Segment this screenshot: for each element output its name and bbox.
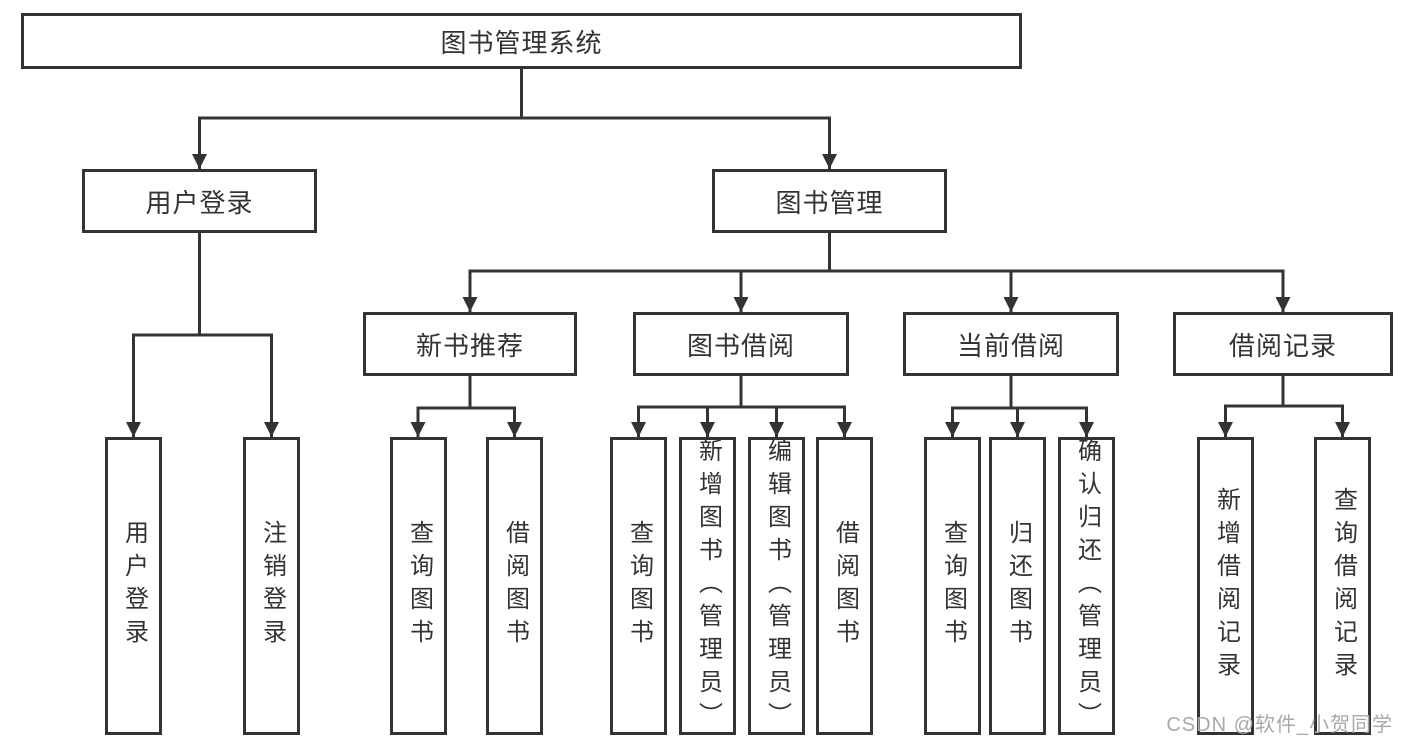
leaf-query-books-current: 查询图书 xyxy=(924,437,981,735)
leaf-query-books-borrow: 查询图书 xyxy=(610,437,667,735)
leaf-query-books-recommend: 查询图书 xyxy=(390,437,447,735)
node-book-management: 图书管理 xyxy=(712,169,947,233)
leaf-confirm-return-admin: 确认归还（管理员） xyxy=(1058,437,1115,735)
csdn-watermark: CSDN @软件_小贺同学 xyxy=(1166,714,1393,736)
node-root-library-system: 图书管理系统 xyxy=(21,13,1022,69)
leaf-add-books-admin: 新增图书（管理员） xyxy=(679,437,736,735)
leaf-borrow-books-recommend: 借阅图书 xyxy=(486,437,543,735)
leaf-borrow-books: 借阅图书 xyxy=(816,437,873,735)
leaf-query-borrow-record: 查询借阅记录 xyxy=(1314,437,1371,735)
node-current-borrow: 当前借阅 xyxy=(903,312,1119,376)
leaf-edit-books-admin: 编辑图书（管理员） xyxy=(748,437,805,735)
leaf-logout: 注销登录 xyxy=(243,437,300,735)
node-book-borrow: 图书借阅 xyxy=(633,312,849,376)
node-new-book-recommend: 新书推荐 xyxy=(363,312,577,376)
node-borrow-records: 借阅记录 xyxy=(1173,312,1393,376)
node-user-login: 用户登录 xyxy=(82,169,317,233)
leaf-add-borrow-record: 新增借阅记录 xyxy=(1197,437,1254,735)
leaf-user-login: 用户登录 xyxy=(105,437,162,735)
leaf-return-books: 归还图书 xyxy=(989,437,1046,735)
